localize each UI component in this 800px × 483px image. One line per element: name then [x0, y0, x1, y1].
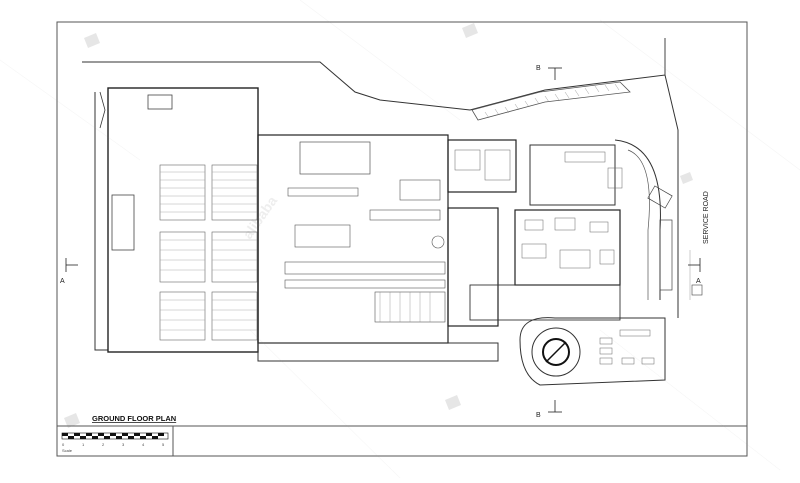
site-boundary	[82, 61, 679, 318]
scale-tick-3: 3	[122, 442, 125, 447]
scale-unit: Scale	[62, 448, 73, 453]
section-b-bottom-label: B	[536, 412, 541, 419]
production-lines	[284, 179, 446, 323]
section-b-top-marker	[548, 67, 562, 80]
open-office	[514, 209, 621, 286]
scale-tick-0: 0	[62, 442, 65, 447]
office-furniture	[454, 149, 623, 269]
loading-dock	[147, 94, 173, 110]
section-a-right-label: A	[696, 278, 701, 285]
production-hall	[257, 134, 449, 344]
scale-bar	[61, 432, 169, 440]
driveway-hatch	[484, 83, 620, 119]
amenities	[469, 284, 621, 321]
drop-off-area	[519, 317, 666, 386]
scale-tick-4: 4	[142, 442, 145, 447]
parking-bays	[599, 329, 655, 365]
roundabout-mark	[545, 341, 567, 363]
west-wall-detail	[99, 91, 106, 129]
section-b-bottom-marker	[548, 400, 562, 413]
production-detail	[379, 292, 431, 322]
roundabout-inner	[542, 338, 570, 366]
section-a-left-marker	[65, 258, 78, 272]
office-block-north	[447, 139, 517, 193]
east-canopy	[614, 139, 661, 300]
road-sign	[691, 284, 703, 296]
storage-racks	[159, 164, 258, 341]
scale-tick-5: 5	[162, 442, 165, 447]
section-b-top-label: B	[536, 65, 541, 72]
rack-lines	[160, 171, 257, 331]
reception	[529, 144, 616, 206]
office-block-west	[447, 207, 499, 327]
scale-tick-2: 2	[102, 442, 105, 447]
watermark-text: alibaba	[239, 193, 280, 242]
ramp	[659, 219, 673, 291]
driveway-strip	[471, 81, 631, 121]
section-a-left-label: A	[60, 278, 65, 285]
south-corridor	[257, 342, 499, 362]
roundabout-outer	[531, 327, 581, 377]
west-wall	[94, 92, 109, 351]
gate	[647, 185, 673, 209]
scale-tick-1: 1	[82, 442, 85, 447]
sheet-border	[56, 21, 748, 457]
machine-room	[299, 141, 371, 175]
east-canopy-inner	[627, 149, 650, 300]
watermark-logos	[64, 23, 693, 428]
warehouse-office	[111, 194, 135, 251]
section-a-right-marker	[688, 258, 701, 272]
drawing-title: GROUND FLOOR PLAN	[92, 414, 176, 423]
service-road-label: SERVICE ROAD	[703, 191, 710, 244]
